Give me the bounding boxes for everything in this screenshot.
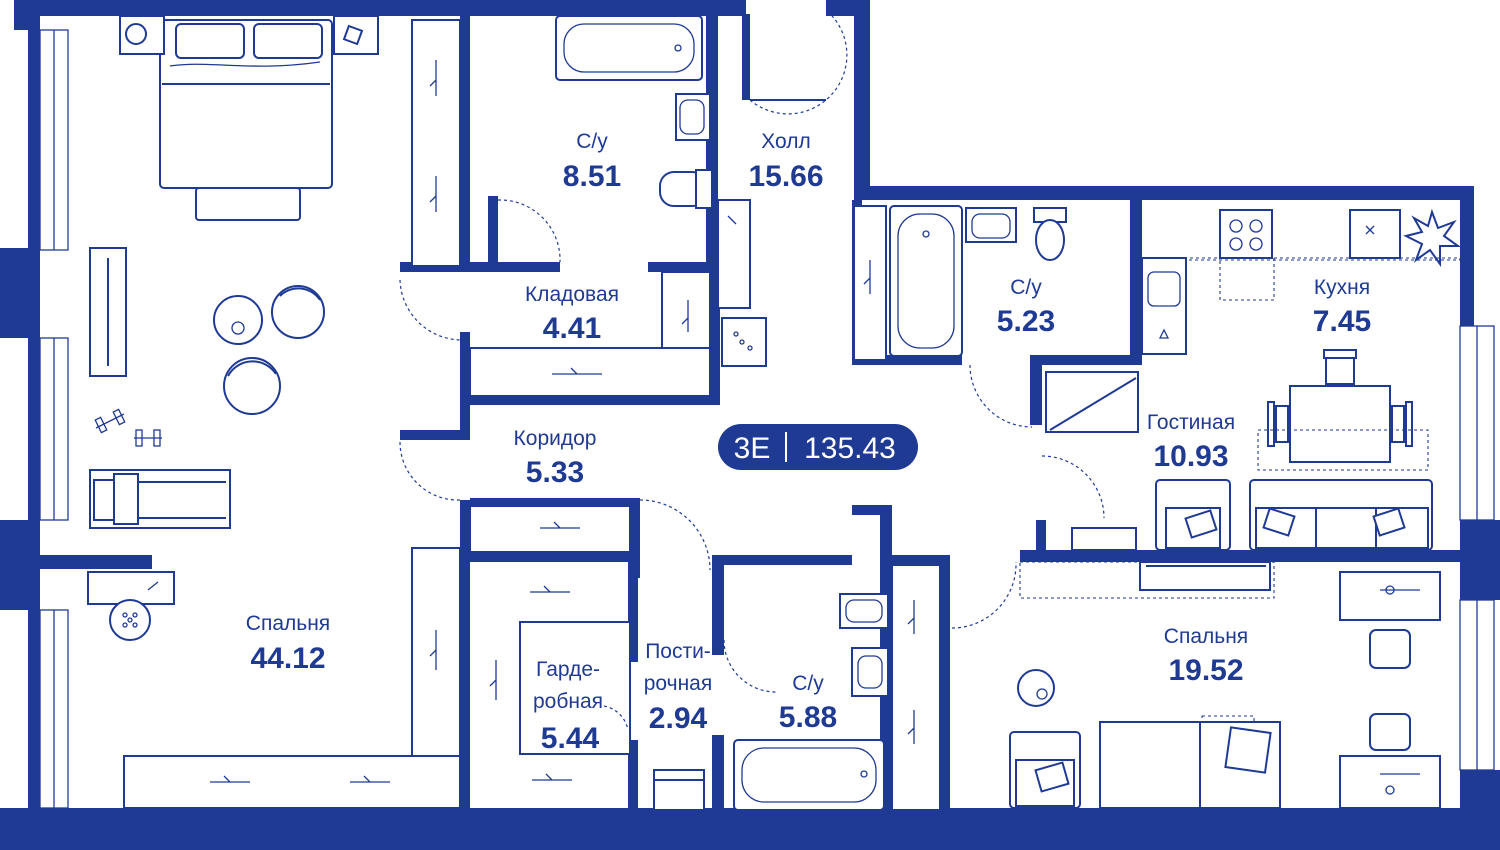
room-wardrobe-name-line1: Гарде- [536, 658, 600, 681]
room-storage-area: 4.41 [543, 312, 601, 345]
room-kitchen-name: Кухня [1314, 276, 1370, 299]
furniture [40, 15, 1462, 811]
room-laundry-name-line2: рочная [644, 672, 713, 695]
room-wardrobe-name-line2: робная [533, 690, 603, 713]
room-bedroom-main-name: Спальня [246, 612, 330, 635]
apartment-total-area: 135.43 [804, 432, 896, 465]
apartment-badge-background [718, 424, 918, 470]
room-bedroom-2-area: 19.52 [1168, 654, 1243, 687]
room-bathroom-3-name: С/у [792, 672, 824, 695]
room-labels: Спальня 44.12 С/у 8.51 Холл 15.66 Кладов… [246, 130, 1371, 755]
room-living-name: Гостиная [1147, 411, 1235, 434]
room-corridor-name: Коридор [514, 427, 597, 450]
door-swings [399, 9, 1105, 731]
room-bathroom-1-name: С/у [576, 130, 608, 153]
room-bathroom-2-area: 5.23 [997, 305, 1055, 338]
room-wardrobe-area: 5.44 [541, 722, 600, 755]
room-corridor-area: 5.33 [526, 456, 584, 489]
room-bedroom-2-name: Спальня [1164, 625, 1248, 648]
room-living-area: 10.93 [1153, 440, 1228, 473]
room-kitchen-area: 7.45 [1313, 305, 1371, 338]
room-hall-name: Холл [761, 130, 811, 153]
room-laundry-area: 2.94 [649, 702, 708, 735]
apartment-badge: 3Е 135.43 [718, 424, 918, 470]
room-storage-name: Кладовая [525, 283, 619, 306]
room-bathroom-3-area: 5.88 [779, 701, 837, 734]
room-laundry-name-line1: Пости- [645, 640, 711, 663]
room-hall-area: 15.66 [748, 160, 823, 193]
apartment-type: 3Е [734, 432, 771, 465]
room-bathroom-2-name: С/у [1010, 276, 1042, 299]
room-bedroom-main-area: 44.12 [250, 642, 325, 675]
room-bathroom-1-area: 8.51 [563, 160, 621, 193]
